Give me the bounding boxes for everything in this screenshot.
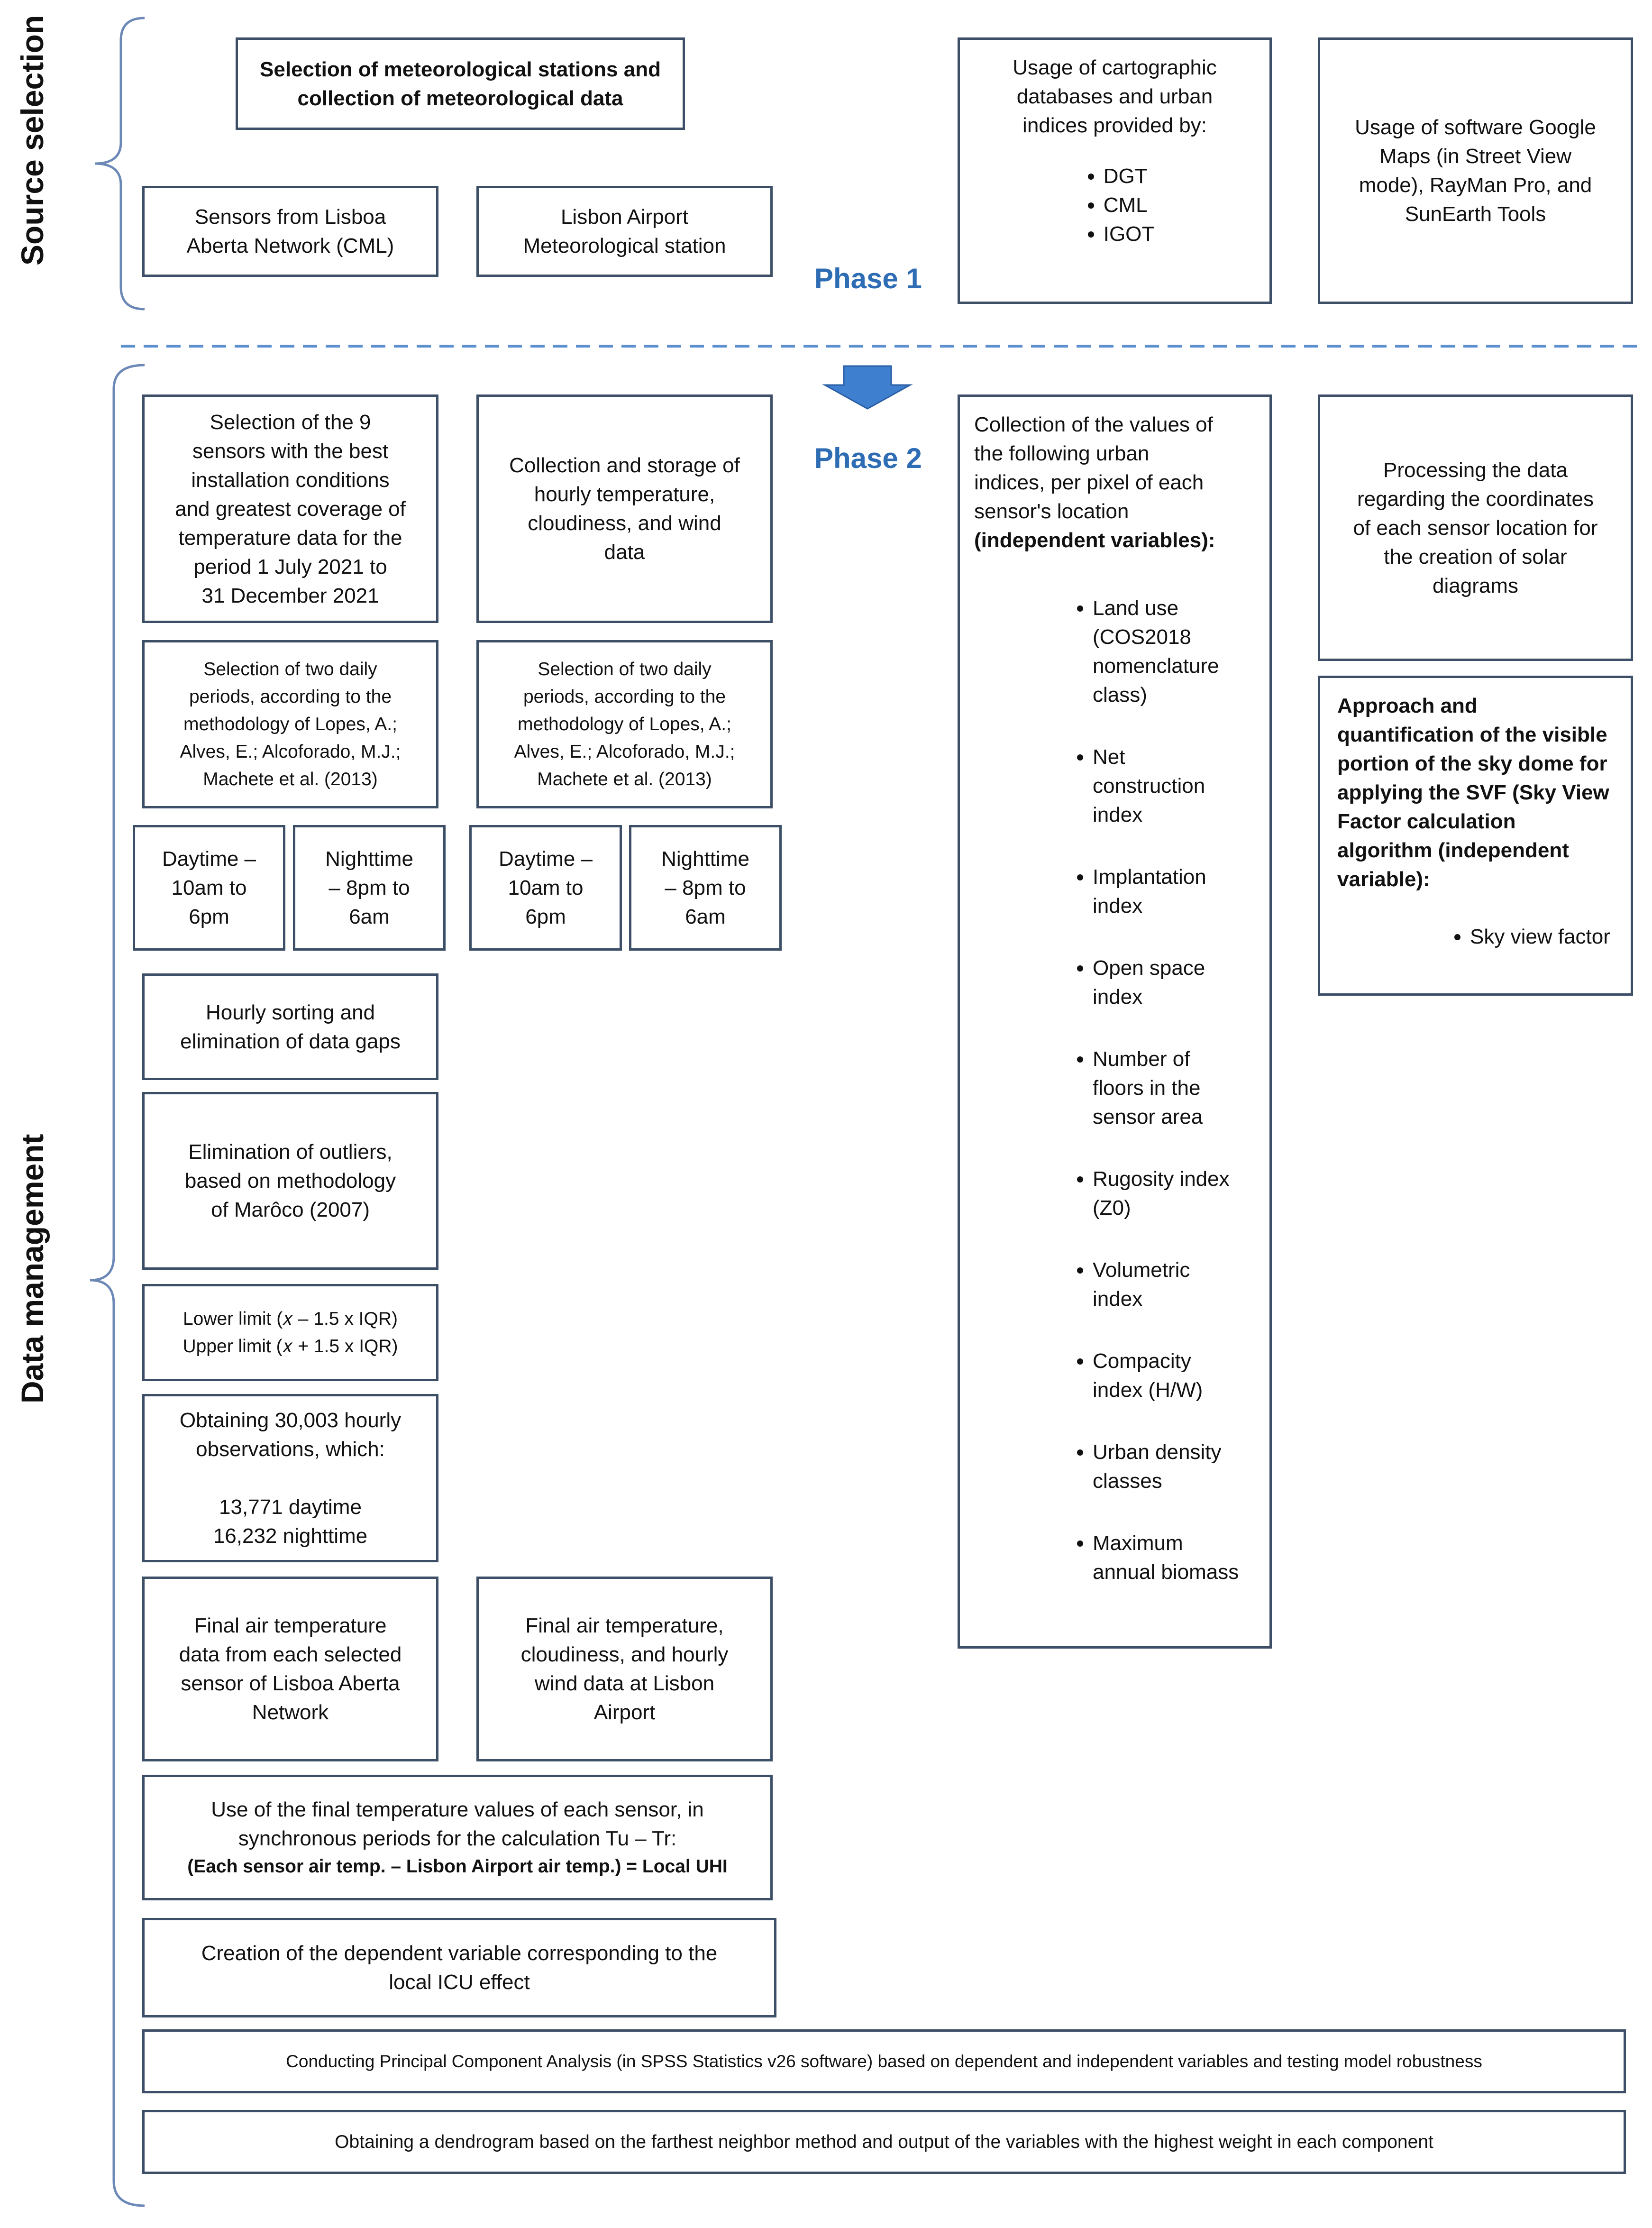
pca-box: Conducting Principal Component Analysis … [142,2029,1626,2093]
obtaining-box: Obtaining 30,003 hourly observations, wh… [142,1394,438,1562]
phase-2-label: Phase 2 [814,442,922,474]
final-airport-box: Final air temperature, cloudiness, and h… [476,1577,773,1761]
use-final-text: Use of the final temperature values of e… [211,1797,704,1850]
obtaining-text: Obtaining 30,003 hourly observations, wh… [179,1409,402,1548]
processing-box: Processing the data regarding the coordi… [1318,394,1633,661]
urban-index-item: Number of floors in the sensor area [1093,1045,1239,1131]
source-brace [94,17,145,311]
final-sensor-text: Final air temperature data from each sel… [179,1614,402,1724]
svf-list: Sky view factor [1337,922,1610,951]
carto-item: CML [1104,191,1155,220]
software-text: Usage of software Google Maps (in Street… [1355,116,1596,226]
nighttime-right-text: Nighttime – 8pm to 6am [661,847,749,928]
nighttime-left-box: Nighttime – 8pm to 6am [293,825,446,951]
airport-box: Lisbon Airport Meteorological station [476,186,773,277]
carto-item: IGOT [1104,220,1155,248]
urban-index-item: Maximum annual biomass [1093,1529,1239,1586]
daily-periods-left-box: Selection of two daily periods, accordin… [142,640,438,808]
outliers-box: Elimination of outliers, based on method… [142,1092,438,1270]
pca-text: Conducting Principal Component Analysis … [286,2051,1482,2071]
urban-index-item: Land use (COS2018 nomenclature class) [1093,594,1239,709]
local-uhi-formula: (Each sensor air temp. – Lisbon Airport … [187,1856,728,1877]
sel9-text: Selection of the 9 sensors with the best… [175,410,406,607]
urban-index-item: Net construction index [1093,743,1239,829]
urban-indices-list: Land use (COS2018 nomenclature class) Ne… [974,594,1239,1586]
met-stations-text: Selection of meteorological stations and… [260,57,661,110]
use-final-box: Use of the final temperature values of e… [142,1775,773,1900]
sensors-box: Sensors from Lisboa Aberta Network (CML) [142,186,438,277]
final-sensor-box: Final air temperature data from each sel… [142,1577,438,1761]
urban-index-item: Compacity index (H/W) [1093,1347,1239,1404]
sensors-text: Sensors from Lisboa Aberta Network (CML) [186,205,394,257]
urban-index-item: Open space index [1093,954,1239,1011]
phase-1-label: Phase 1 [814,263,922,294]
met-stations-box: Selection of meteorological stations and… [236,37,685,130]
dendrogram-box: Obtaining a dendrogram based on the fart… [142,2110,1626,2174]
urban-index-item: Volumetric index [1093,1256,1239,1313]
daily-periods-right-box: Selection of two daily periods, accordin… [476,640,773,808]
sel9-box: Selection of the 9 sensors with the best… [142,394,438,623]
urban-index-item: Rugosity index (Z0) [1093,1164,1239,1222]
airport-text: Lisbon Airport Meteorological station [523,205,726,257]
svf-text: Approach and quantification of the visib… [1337,694,1609,891]
daytime-left-text: Daytime – 10am to 6pm [162,847,256,928]
management-brace [90,364,145,2207]
hourly-sorting-text: Hourly sorting and elimination of data g… [180,1000,401,1053]
cartographic-text: Usage of cartographic databases and urba… [1013,56,1217,137]
svf-item: Sky view factor [1470,922,1610,951]
urban-indices-title-bold: (independent variables): [974,529,1215,552]
cartographic-box: Usage of cartographic databases and urba… [958,37,1272,304]
nighttime-left-text: Nighttime – 8pm to 6am [325,847,413,928]
daytime-right-box: Daytime – 10am to 6pm [469,825,622,951]
daytime-left-box: Daytime – 10am to 6pm [133,825,285,951]
urban-indices-box: Collection of the values of the followin… [958,394,1272,1649]
down-arrow-icon [822,365,913,410]
dependent-variable-text: Creation of the dependent variable corre… [201,1942,718,1994]
limits-text: Lower limit (𝑥 – 1.5 x IQR) Upper limit … [183,1308,398,1357]
daily-periods-left-text: Selection of two daily periods, accordin… [180,659,401,789]
daytime-right-text: Daytime – 10am to 6pm [498,847,593,928]
urban-indices-title: Collection of the values of the followin… [974,413,1213,523]
urban-index-item: Urban density classes [1093,1438,1239,1495]
svf-box: Approach and quantification of the visib… [1318,676,1633,996]
dendrogram-text: Obtaining a dendrogram based on the fart… [335,2131,1433,2152]
outliers-text: Elimination of outliers, based on method… [184,1140,396,1221]
data-management-label: Data management [15,1134,50,1403]
dependent-variable-box: Creation of the dependent variable corre… [142,1918,776,2017]
urban-index-item: Implantation index [1093,862,1239,920]
source-selection-label: Source selection [15,15,50,266]
cartographic-list: DGT CML IGOT [1075,162,1155,248]
nighttime-right-box: Nighttime – 8pm to 6am [629,825,782,951]
software-box: Usage of software Google Maps (in Street… [1318,37,1633,304]
processing-text: Processing the data regarding the coordi… [1353,458,1598,597]
final-airport-text: Final air temperature, cloudiness, and h… [520,1614,729,1724]
collection-text: Collection and storage of hourly tempera… [509,454,740,564]
carto-item: DGT [1104,162,1155,191]
daily-periods-right-text: Selection of two daily periods, accordin… [514,659,735,789]
limits-box: Lower limit (𝑥 – 1.5 x IQR) Upper limit … [142,1284,438,1381]
hourly-sorting-box: Hourly sorting and elimination of data g… [142,973,438,1080]
collection-box: Collection and storage of hourly tempera… [476,394,773,623]
